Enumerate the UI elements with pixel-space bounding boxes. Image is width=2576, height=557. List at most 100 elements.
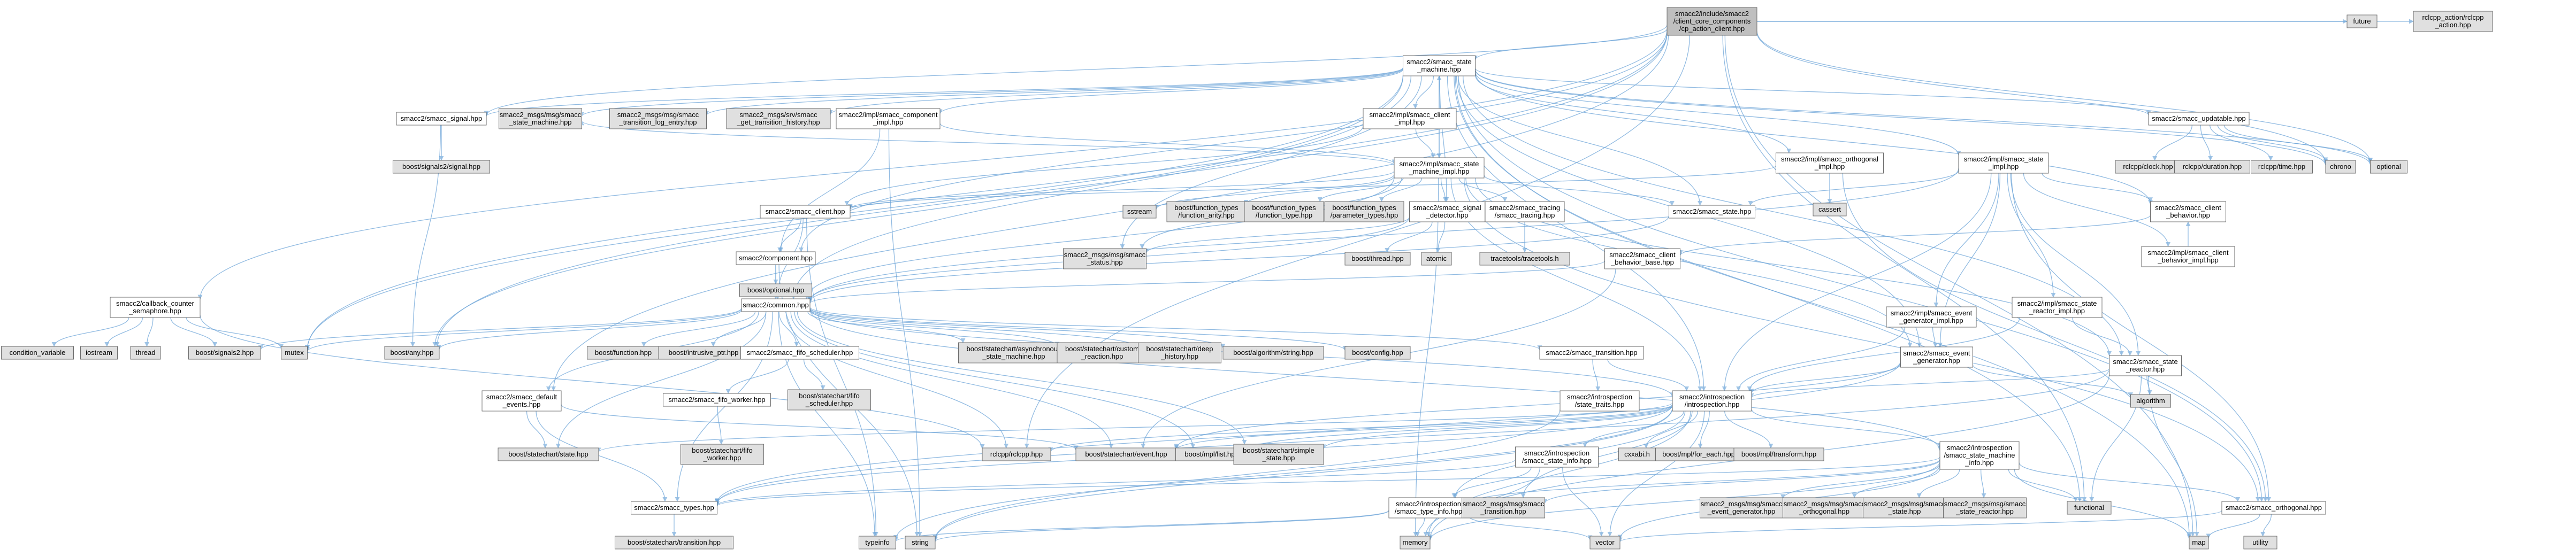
node-label: _scheduler.hpp [805,399,853,407]
node-box [739,283,812,297]
node-smacc-state[interactable]: smacc2/smacc_state.hpp [1669,205,1755,219]
node-box [481,390,562,412]
node-label: _state.hpp [1262,454,1295,462]
node-fn-type: boost/function_types/function_type.hpp [1244,201,1324,222]
edge-sm-info-to-msg-event-gen [1780,464,1940,499]
edge-callback-counter-to-mutex [186,317,284,349]
node-smacc-types[interactable]: smacc2/smacc_types.hpp [631,501,717,515]
node-cassert: cassert [1813,203,1847,216]
node-state-machine[interactable]: smacc2/smacc_state_machine.hpp [1403,55,1476,76]
node-label: boost/intrusive_ptr.hpp [669,349,739,357]
node-common[interactable]: smacc2/common.hpp [741,298,811,312]
edge-root-to-callback-counter [197,29,1668,300]
node-label: smacc2_msgs/msg/smacc [500,111,582,119]
node-smacc-tracing[interactable]: smacc2/smacc_tracing/smacc_tracing.hpp [1485,201,1565,222]
node-box [2413,11,2493,32]
node-box [1939,441,2020,470]
edge-impl-state-to-event-generator-impl [1933,173,1999,307]
node-event-generator[interactable]: smacc2/smacc_event_generator.hpp [1900,346,1973,368]
edge-common-to-mpl-list [794,311,1196,448]
node-state-reactor-impl[interactable]: smacc2/impl/smacc_state_reactor_impl.hpp [2012,297,2103,318]
edge-introspection-to-typeinfo [893,407,1673,540]
node-box [1363,108,1457,129]
node-label: _behavior_impl.hpp [2157,256,2218,264]
edge-sm-info-to-smacc-orthogonal [2019,462,2241,502]
node-default-events[interactable]: smacc2/smacc_default_events.hpp [481,390,562,412]
node-impl-client[interactable]: smacc2/impl/smacc_client_impl.hpp [1363,108,1457,129]
node-state-reactor[interactable]: smacc2/smacc_state_reactor.hpp [2109,355,2182,376]
edge-event-generator-impl-to-event-generator [1932,327,1938,347]
node-callback-counter[interactable]: smacc2/callback_counter_semaphore.hpp [110,297,201,318]
node-label: _transition_log_entry.hpp [618,118,697,126]
node-label: _behavior_base.hpp [1610,258,1674,266]
node-mpl-for-each: boost/mpl/for_each.hpp [1655,447,1742,461]
node-label: _impl.hpp [1394,118,1425,126]
node-box [1672,390,1752,412]
node-impl-client-behavior[interactable]: smacc2/impl/smacc_client_behavior_impl.h… [2141,246,2235,267]
node-state-traits[interactable]: smacc2/introspection/state_traits.hpp [1560,390,1640,412]
edge-common-to-mutex [305,308,742,352]
edge-state-reactor-to-introspection [1749,368,2110,398]
node-box [587,346,660,360]
edge-smacc-signal-to-boost-any [410,125,441,347]
node-label: _action.hpp [2434,21,2471,29]
node-typeinfo: typeinfo [859,536,896,550]
node-fifo-scheduler[interactable]: smacc2/smacc_fifo_scheduler.hpp [740,346,859,360]
node-box [1344,252,1411,266]
edge-introspection-to-vector [1607,411,1705,537]
node-fifo-worker[interactable]: smacc2/smacc_fifo_worker.hpp [663,393,771,407]
node-smacc-updatable[interactable]: smacc2/smacc_updatable.hpp [2148,112,2250,126]
edge-client-behavior-to-client-behavior-base [1678,214,2151,256]
edge-smacc-transition-to-state-traits [1592,359,1601,391]
node-box [631,501,717,515]
edge-impl-state-machine-to-signal-detector [1440,177,1448,202]
node-box [1669,205,1755,219]
node-label: smacc2/impl/smacc_state [2017,299,2097,307]
edge-state-reactor-to-algorithm [2146,375,2152,395]
node-label: boost/function_types [1332,204,1396,212]
edge-introspection-to-mpl-list [1245,405,1673,451]
node-sm-info[interactable]: smacc2/introspection/smacc_state_machine… [1939,441,2020,470]
edge-introspection-to-sc-simple-state [1321,405,1673,450]
node-label: memory [1403,538,1428,546]
node-box [499,108,582,129]
node-signal-detector[interactable]: smacc2/smacc_signal_detector.hpp [1409,201,1485,222]
edge-introspection-to-mpl-transform [1724,411,1774,448]
node-client-behavior-base[interactable]: smacc2/smacc_client_behavior_base.hpp [1604,248,1680,269]
node-impl-orthogonal[interactable]: smacc2/impl/smacc_orthogonal_impl.hpp [1776,152,1884,174]
node-label: smacc2_msgs/msg/smacc [1064,251,1146,259]
node-smacc-client[interactable]: smacc2/smacc_client.hpp [760,205,851,219]
node-smacc-signal[interactable]: smacc2/smacc_signal.hpp [396,112,487,126]
node-impl-state[interactable]: smacc2/impl/smacc_state_impl.hpp [1958,152,2049,174]
node-label: smacc2/introspection [1567,393,1632,401]
node-box [110,297,201,318]
node-impl-state-machine[interactable]: smacc2/impl/smacc_state_machine_impl.hpp [1394,157,1485,179]
node-algorithm: algorithm [2130,394,2171,408]
node-component[interactable]: smacc2/component.hpp [736,251,816,265]
edge-introspection-to-sc-state [596,402,1673,453]
node-smacc-orthogonal[interactable]: smacc2/smacc_orthogonal.hpp [2221,501,2326,515]
node-box [1400,536,1431,550]
node-type-info[interactable]: smacc2/introspection/smacc_type_info.hpp [1388,497,1469,519]
node-label: smacc2/impl/smacc_client [1370,111,1450,119]
edge-impl-state-machine-to-fn-type [1317,177,1404,202]
edge-sm-info-to-type-info [1465,459,1940,505]
node-label: boost/any.hpp [391,349,434,357]
node-event-generator-impl[interactable]: smacc2/impl/smacc_event_generator_impl.h… [1886,306,1977,328]
node-box [1324,201,1404,222]
edge-impl-state-to-smacc-orthogonal [2011,173,2272,502]
node-introspection[interactable]: smacc2/introspection/introspection.hpp [1672,390,1752,412]
node-smacc-transition[interactable]: smacc2/smacc_transition.hpp [1539,346,1644,360]
edge-state-machine-to-map [1455,75,2192,537]
node-box [2067,501,2112,515]
edge-sm-info-to-smacc-types [715,457,1940,507]
node-impl-component[interactable]: smacc2/impl/smacc_component_impl.hpp [836,108,941,129]
node-label: smacc2/impl/smacc_state [1400,160,1479,168]
edge-impl-client-to-smacc-client [844,126,1364,206]
node-box [2189,536,2209,550]
node-box [498,447,599,461]
edge-common-to-boost-config [809,307,1348,351]
node-client-behavior[interactable]: smacc2/smacc_client_behavior.hpp [2150,201,2226,222]
edge-impl-state-machine-to-smacc-orthogonal [1463,177,2261,502]
node-state-info[interactable]: smacc2/introspection/smacc_state_info.hp… [1515,446,1599,468]
